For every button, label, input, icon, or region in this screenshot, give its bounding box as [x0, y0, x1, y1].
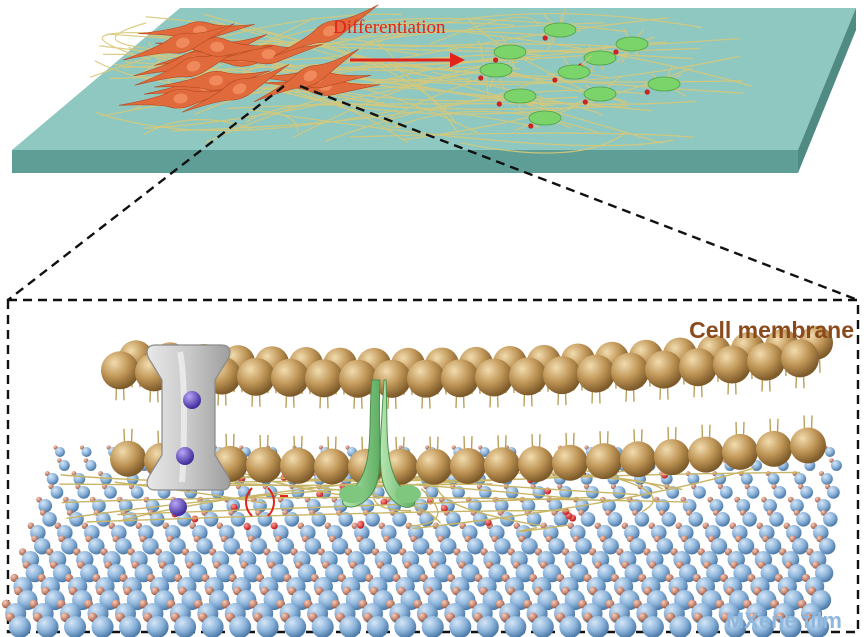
mxene-film-label: MXene film	[725, 608, 842, 633]
fiber-layer	[59, 461, 801, 533]
stem-cell-icon	[118, 4, 381, 113]
ion-channel-icon	[146, 344, 231, 516]
charge-symbol	[245, 487, 288, 517]
receptor-icon	[339, 379, 421, 508]
neuron-icon	[478, 8, 687, 131]
cell-membrane-label: Cell membrane	[689, 317, 854, 343]
differentiation-label: Differentiation	[333, 17, 446, 38]
